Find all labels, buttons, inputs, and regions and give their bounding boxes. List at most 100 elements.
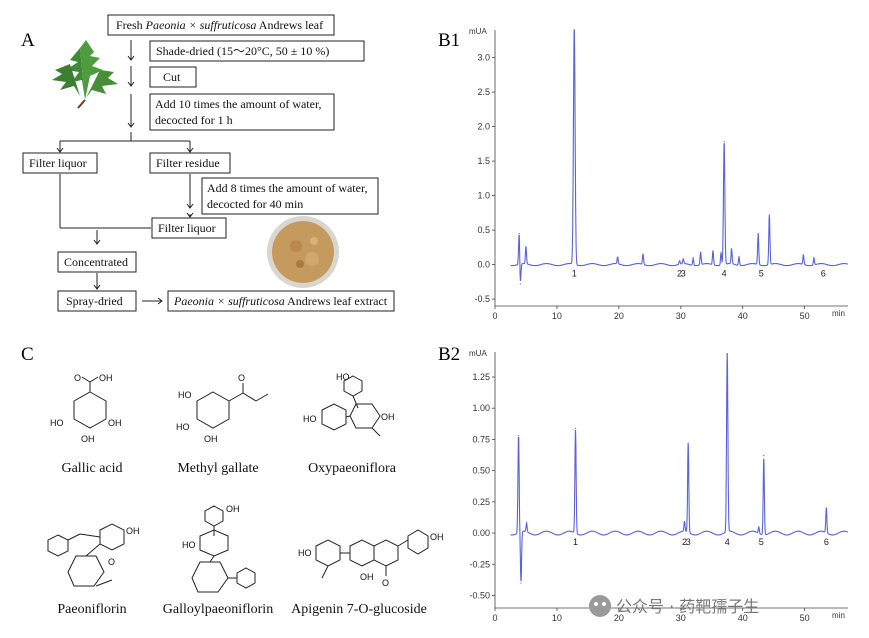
panel-label-b1: B1 (438, 30, 460, 51)
peak-point (813, 257, 815, 259)
flow-box-extract (167, 290, 395, 312)
peak-point (700, 251, 702, 253)
x-tick-label: 40 (738, 311, 748, 321)
peak-point (726, 353, 728, 356)
peak-point (692, 257, 694, 259)
peak-label: 2 (682, 537, 687, 547)
atom-label: OH (108, 418, 122, 428)
flow-text-decoct-1b: decocted for 1 h (155, 113, 233, 127)
flowchart: Fresh Paeonia × suffruticosa Andrews lea… (22, 14, 395, 312)
flow-text-decoct-2a: Add 8 times the amount of water, (207, 181, 367, 195)
y-tick-label: 0.75 (472, 434, 490, 444)
compound-name-galloylpaeoniflorin: Galloylpaeoniflorin (163, 602, 273, 617)
panel-label-b2: B2 (438, 344, 460, 365)
flow-text-shade-dried: Shade-dried (15～20°C, 50 ± 10 %) (156, 44, 329, 58)
flow-text-concentrated: Concentrated (64, 255, 128, 269)
panel-label-c: C (21, 344, 34, 365)
atom-label: HO (336, 372, 350, 382)
y-tick-label: 0.25 (472, 497, 490, 507)
peak-label: 6 (824, 537, 829, 547)
flow-text-filter-liquor-2: Filter liquor (158, 221, 216, 235)
y-tick-label: 3.0 (477, 53, 490, 63)
atom-label: OH (226, 504, 240, 514)
peak-point (825, 507, 827, 509)
atom-label: HO (176, 422, 190, 432)
chromatogram-trace (510, 29, 849, 282)
y-tick-label: -0.25 (469, 559, 490, 569)
watermark-text: 公众号 · 药靶孺子生 (616, 597, 759, 616)
peak-label: 6 (821, 269, 826, 279)
atom-label: O (238, 373, 245, 383)
peak-point (768, 214, 770, 216)
flow-box-decoct-2 (201, 177, 379, 215)
flow-box-concentrated (57, 251, 137, 273)
atom-label: OH (360, 572, 374, 582)
atom-label: O (108, 557, 115, 567)
compound-name-paeoniflorin: Paeoniflorin (57, 602, 126, 617)
compound-name-oxypaeoniflora: Oxypaeoniflora (308, 461, 397, 476)
peak-point (518, 232, 520, 235)
x-tick-label: 10 (552, 613, 562, 623)
peak-point (520, 582, 522, 584)
peak-point (757, 232, 759, 235)
peak-point (682, 259, 684, 261)
y-tick-label: 0.00 (472, 528, 490, 538)
peak-point (519, 283, 521, 285)
atom-label: OH (430, 532, 444, 542)
peak-label: 1 (573, 537, 578, 547)
atom-label: HO (182, 540, 196, 550)
flow-text-decoct-2b: decocted for 40 min (207, 197, 303, 211)
peak-point (712, 250, 714, 252)
peak-label: 3 (681, 269, 686, 279)
x-tick-label: 20 (614, 613, 624, 623)
y-tick-label: 2.5 (477, 87, 490, 97)
x-tick-label: 0 (492, 613, 497, 623)
peak-point (763, 455, 765, 457)
panel-label-a: A (21, 30, 35, 51)
flow-box-spray-dried (57, 290, 137, 312)
peak-point (525, 523, 528, 525)
flow-text-decoct-1a: Add 10 times the amount of water, (155, 97, 321, 111)
y-tick-label: 0.50 (472, 466, 490, 476)
flow-box-filter-liquor (22, 152, 98, 174)
peak-point (738, 255, 740, 257)
x-axis-unit: min (832, 611, 845, 620)
y-tick-label: 2.0 (477, 122, 490, 132)
flow-text-start: Fresh Paeonia × suffruticosa Andrews lea… (116, 18, 323, 32)
x-tick-label: 50 (800, 311, 810, 321)
watermark: 公众号 · 药靶孺子生 (589, 595, 759, 617)
y-tick-label: 1.25 (472, 372, 490, 382)
y-axis-unit: mUA (469, 349, 487, 358)
x-tick-label: 0 (492, 311, 497, 321)
atom-label: HO (178, 390, 192, 400)
peak-point (730, 248, 733, 251)
compound-name-apigenin-7-o-glucoside: Apigenin 7-O-glucoside (291, 602, 427, 617)
peak-point (687, 442, 689, 444)
y-tick-label: 1.00 (472, 403, 490, 413)
x-axis-unit: min (832, 309, 845, 318)
y-tick-label: -0.50 (469, 591, 490, 601)
y-tick-label: -0.5 (474, 294, 490, 304)
peak-point (517, 435, 520, 437)
structure-methyl-gallate: O HO HO OH (176, 373, 269, 444)
chromatogram-trace (510, 352, 849, 581)
structure-galloylpaeoniflorin: OH HO (182, 504, 256, 593)
atom-label: O (382, 578, 389, 588)
extract-powder-image (267, 216, 339, 288)
atom-label: HO (303, 414, 317, 424)
flow-text-cut: Cut (163, 70, 181, 84)
y-tick-label: 1.0 (477, 191, 490, 201)
x-tick-label: 20 (614, 311, 624, 321)
peony-leaf-image (52, 40, 118, 109)
peak-point (720, 251, 722, 253)
y-axis-unit: mUA (469, 27, 487, 36)
x-tick-label: 50 (800, 613, 810, 623)
peak-point (574, 427, 577, 429)
peak-point (758, 526, 760, 528)
peak-point (802, 254, 805, 256)
atom-label: OH (126, 526, 140, 536)
peak-label: 1 (572, 269, 577, 279)
peak-point (678, 260, 681, 262)
y-tick-label: 1.5 (477, 156, 490, 166)
